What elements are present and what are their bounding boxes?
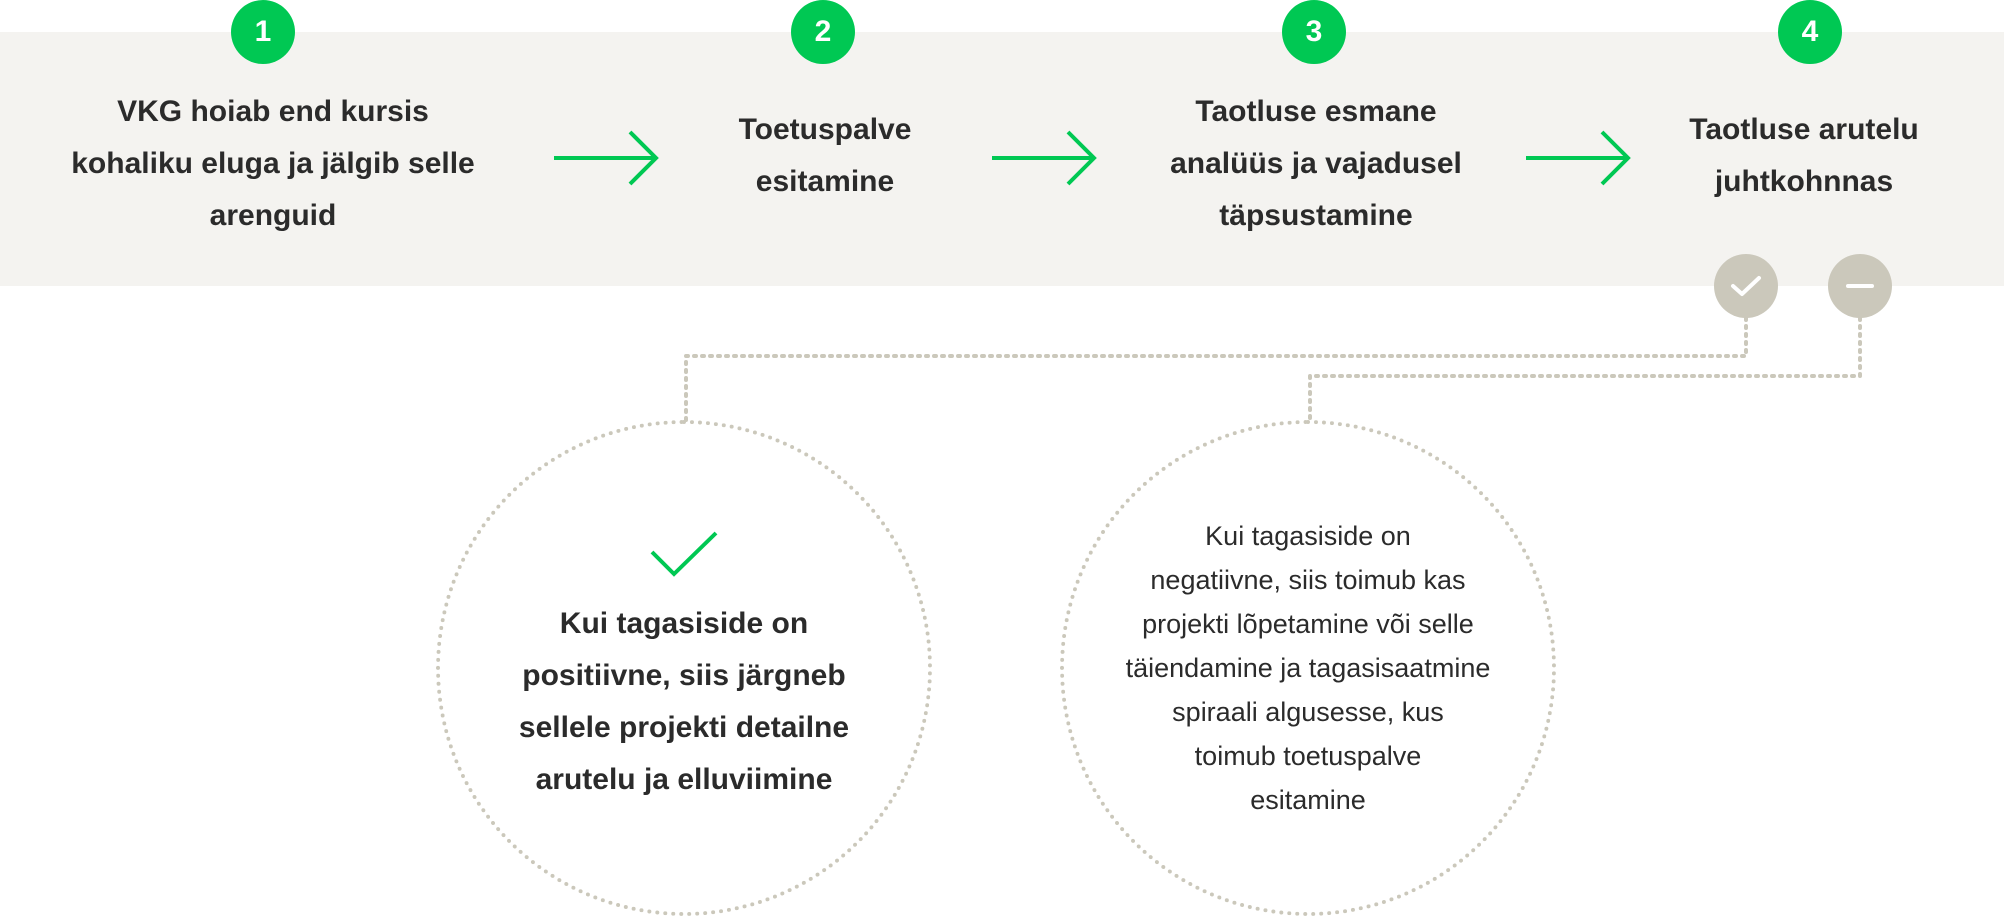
arrow-right-icon: [1526, 130, 1631, 186]
step-2-number: 2: [791, 0, 855, 64]
arrow-right-icon: [554, 130, 659, 186]
step-3-title: Taotluse esmane analüüs ja vajadusel täp…: [1170, 95, 1462, 232]
approve-connector: [684, 316, 1748, 422]
step-3-number: 3: [1282, 0, 1346, 64]
negative-outcome-text: Kui tagasiside on negatiivne, siis toimu…: [1125, 521, 1491, 815]
check-icon: [650, 531, 718, 577]
positive-outcome-text: Kui tagasiside on positiivne, siis järgn…: [518, 607, 850, 796]
step-1-title: VKG hoiab end kursis kohaliku eluga ja j…: [71, 95, 475, 232]
minus-icon: [1846, 284, 1874, 288]
check-icon: [1731, 276, 1761, 296]
step-1-number: 1: [231, 0, 295, 64]
reject-connector: [1308, 316, 1862, 422]
step-4-number: 4: [1778, 0, 1842, 64]
step-4-title: Taotluse arutelu juhtkohnnas: [1689, 113, 1919, 198]
negative-outcome: Kui tagasiside on negatiivne, siis toimu…: [1060, 420, 1556, 916]
step-2-title: Toetuspalve esitamine: [738, 113, 912, 198]
approve-decision: [1714, 254, 1778, 318]
positive-outcome: Kui tagasiside on positiivne, siis järgn…: [436, 420, 932, 916]
arrow-right-icon: [992, 130, 1097, 186]
reject-decision: [1828, 254, 1892, 318]
